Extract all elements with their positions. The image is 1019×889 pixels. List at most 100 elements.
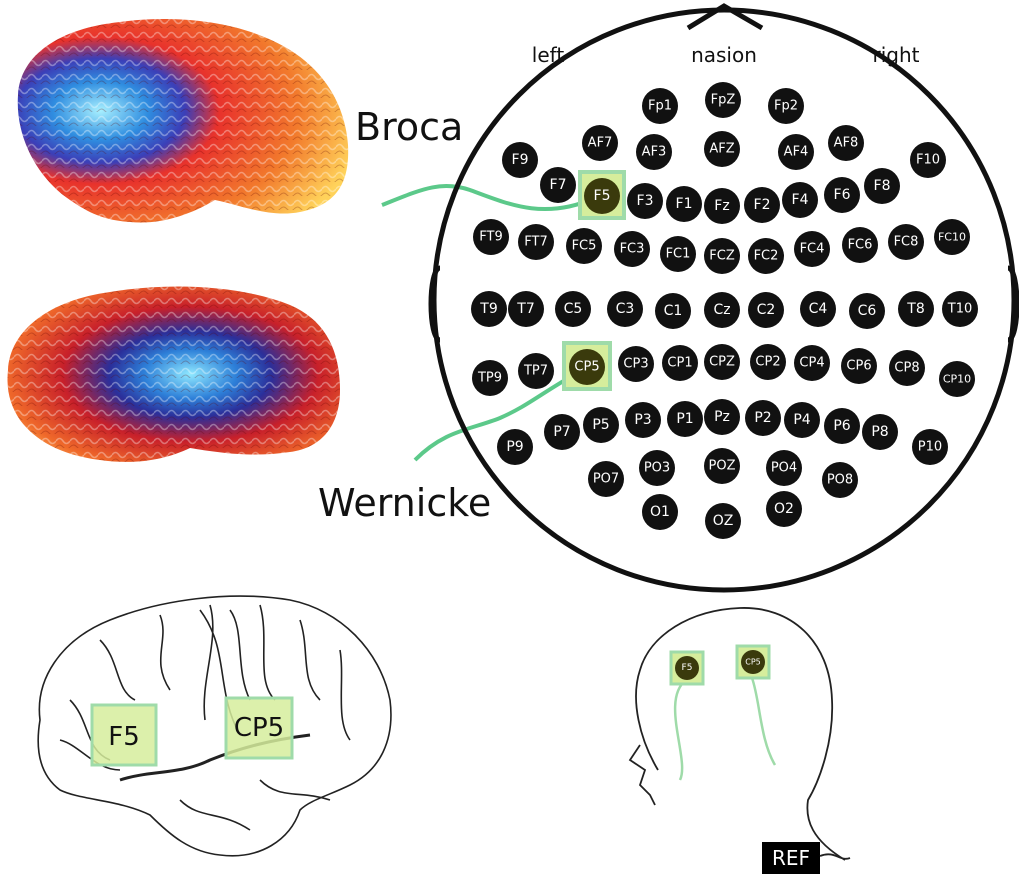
electrode-dot	[655, 293, 691, 329]
electrode-afz: AFZ	[704, 131, 740, 167]
orientation-nasion-label: nasion	[691, 43, 757, 67]
electrode-c2: C2	[748, 292, 784, 328]
electrode-dot	[750, 344, 786, 380]
electrode-label: F6	[834, 187, 851, 203]
electrode-label: AF7	[588, 136, 613, 151]
electrode-tp9: TP9	[472, 360, 508, 396]
electrode-label: F10	[916, 153, 940, 168]
electrode-label: Pz	[714, 409, 730, 425]
electrode-label: OZ	[713, 513, 734, 529]
electrode-dot	[824, 408, 860, 444]
electrode-oz: OZ	[705, 503, 741, 539]
electrode-p4: P4	[784, 402, 820, 438]
electrode-c6: C6	[849, 293, 885, 329]
electrode-dot	[497, 429, 533, 465]
electrode-dot	[518, 224, 554, 260]
electrode-label: CP5	[574, 360, 599, 375]
cortex-cp5-label: CP5	[234, 713, 284, 743]
electrode-p6: P6	[824, 408, 860, 444]
electrode-f6: F6	[824, 177, 860, 213]
electrode-fc5: FC5	[566, 228, 602, 264]
electrode-dot	[639, 450, 675, 486]
electrode-dot	[472, 360, 508, 396]
electrode-dot	[569, 349, 605, 385]
cortex-f5-label: F5	[108, 722, 140, 752]
electrode-po8: PO8	[822, 462, 858, 498]
electrode-label: C1	[664, 303, 683, 319]
electrode-fc8: FC8	[888, 224, 924, 260]
electrode-f1: F1	[666, 186, 702, 222]
electrode-label: P5	[592, 417, 609, 433]
side-f5-wire	[673, 679, 687, 781]
electrode-label: CP8	[894, 361, 919, 376]
electrode-cp2: CP2	[750, 344, 786, 380]
electrode-dot	[582, 125, 618, 161]
electrode-cp5: CP5	[562, 341, 612, 391]
left-ear	[428, 265, 442, 343]
electrode-dot	[518, 353, 554, 389]
electrode-o1: O1	[642, 494, 678, 530]
electrode-po4: PO4	[766, 450, 802, 486]
electrode-dot	[748, 238, 784, 274]
electrode-label: C4	[809, 301, 828, 317]
electrode-dot	[849, 293, 885, 329]
electrode-label: PO8	[827, 473, 853, 488]
electrode-ft7: FT7	[518, 224, 554, 260]
cortex-cp5-box	[224, 696, 294, 760]
electrode-fc6: FC6	[842, 227, 878, 263]
electrode-label: AF3	[642, 145, 667, 160]
electrode-label: P9	[506, 439, 523, 455]
electrode-dot	[508, 291, 544, 327]
electrode-label: F2	[754, 197, 771, 213]
electrode-cz: Cz	[704, 292, 740, 328]
electrode-fc4: FC4	[794, 231, 830, 267]
electrode-fcz: FCZ	[704, 238, 740, 274]
electrode-dot	[828, 125, 864, 161]
electrode-dot	[618, 346, 654, 382]
electrode-fc3: FC3	[614, 231, 650, 267]
electrode-dot	[583, 407, 619, 443]
electrode-dot	[889, 350, 925, 386]
electrode-dot	[748, 292, 784, 328]
electrode-label: FC5	[572, 239, 597, 254]
electrode-p5: P5	[583, 407, 619, 443]
electrode-dot	[473, 219, 509, 255]
electrode-label: F5	[594, 188, 611, 204]
wernicke-label: Wernicke	[318, 481, 491, 525]
electrode-dot	[662, 345, 698, 381]
nose-marker	[686, 3, 764, 31]
electrode-dot	[898, 291, 934, 327]
electrode-dot	[824, 177, 860, 213]
electrode-f10: F10	[910, 142, 946, 178]
electrode-label: C3	[616, 301, 635, 317]
electrode-label: FC3	[620, 242, 645, 257]
electrode-label: T9	[479, 301, 497, 317]
electrode-label: FC1	[666, 247, 691, 262]
electrode-fc1: FC1	[660, 236, 696, 272]
electrode-label: FT7	[524, 235, 547, 250]
electrode-o2: O2	[766, 491, 802, 527]
eeg-head-outline	[428, 3, 1019, 593]
electrode-label: F7	[550, 177, 567, 193]
electrode-dot	[627, 183, 663, 219]
brain-activation-map-middle	[7, 286, 340, 462]
electrode-label: P1	[676, 411, 693, 427]
electrode-dot	[607, 291, 643, 327]
electrode-label: FCZ	[709, 249, 735, 264]
broca-label: Broca	[355, 105, 463, 149]
electrode-dot	[912, 429, 948, 465]
orientation-left-label: left	[532, 43, 565, 67]
electrode-dot	[704, 292, 740, 328]
electrode-dot	[666, 186, 702, 222]
electrode-fpz: FpZ	[705, 82, 741, 118]
electrode-label: T7	[516, 301, 534, 317]
electrode-dot	[704, 238, 740, 274]
electrode-label: AF4	[784, 145, 809, 160]
electrode-dot	[704, 131, 740, 167]
electrode-p7: P7	[544, 414, 580, 450]
electrode-label: CP3	[623, 357, 648, 372]
electrode-dot	[794, 345, 830, 381]
electrode-label: CP6	[846, 359, 871, 374]
